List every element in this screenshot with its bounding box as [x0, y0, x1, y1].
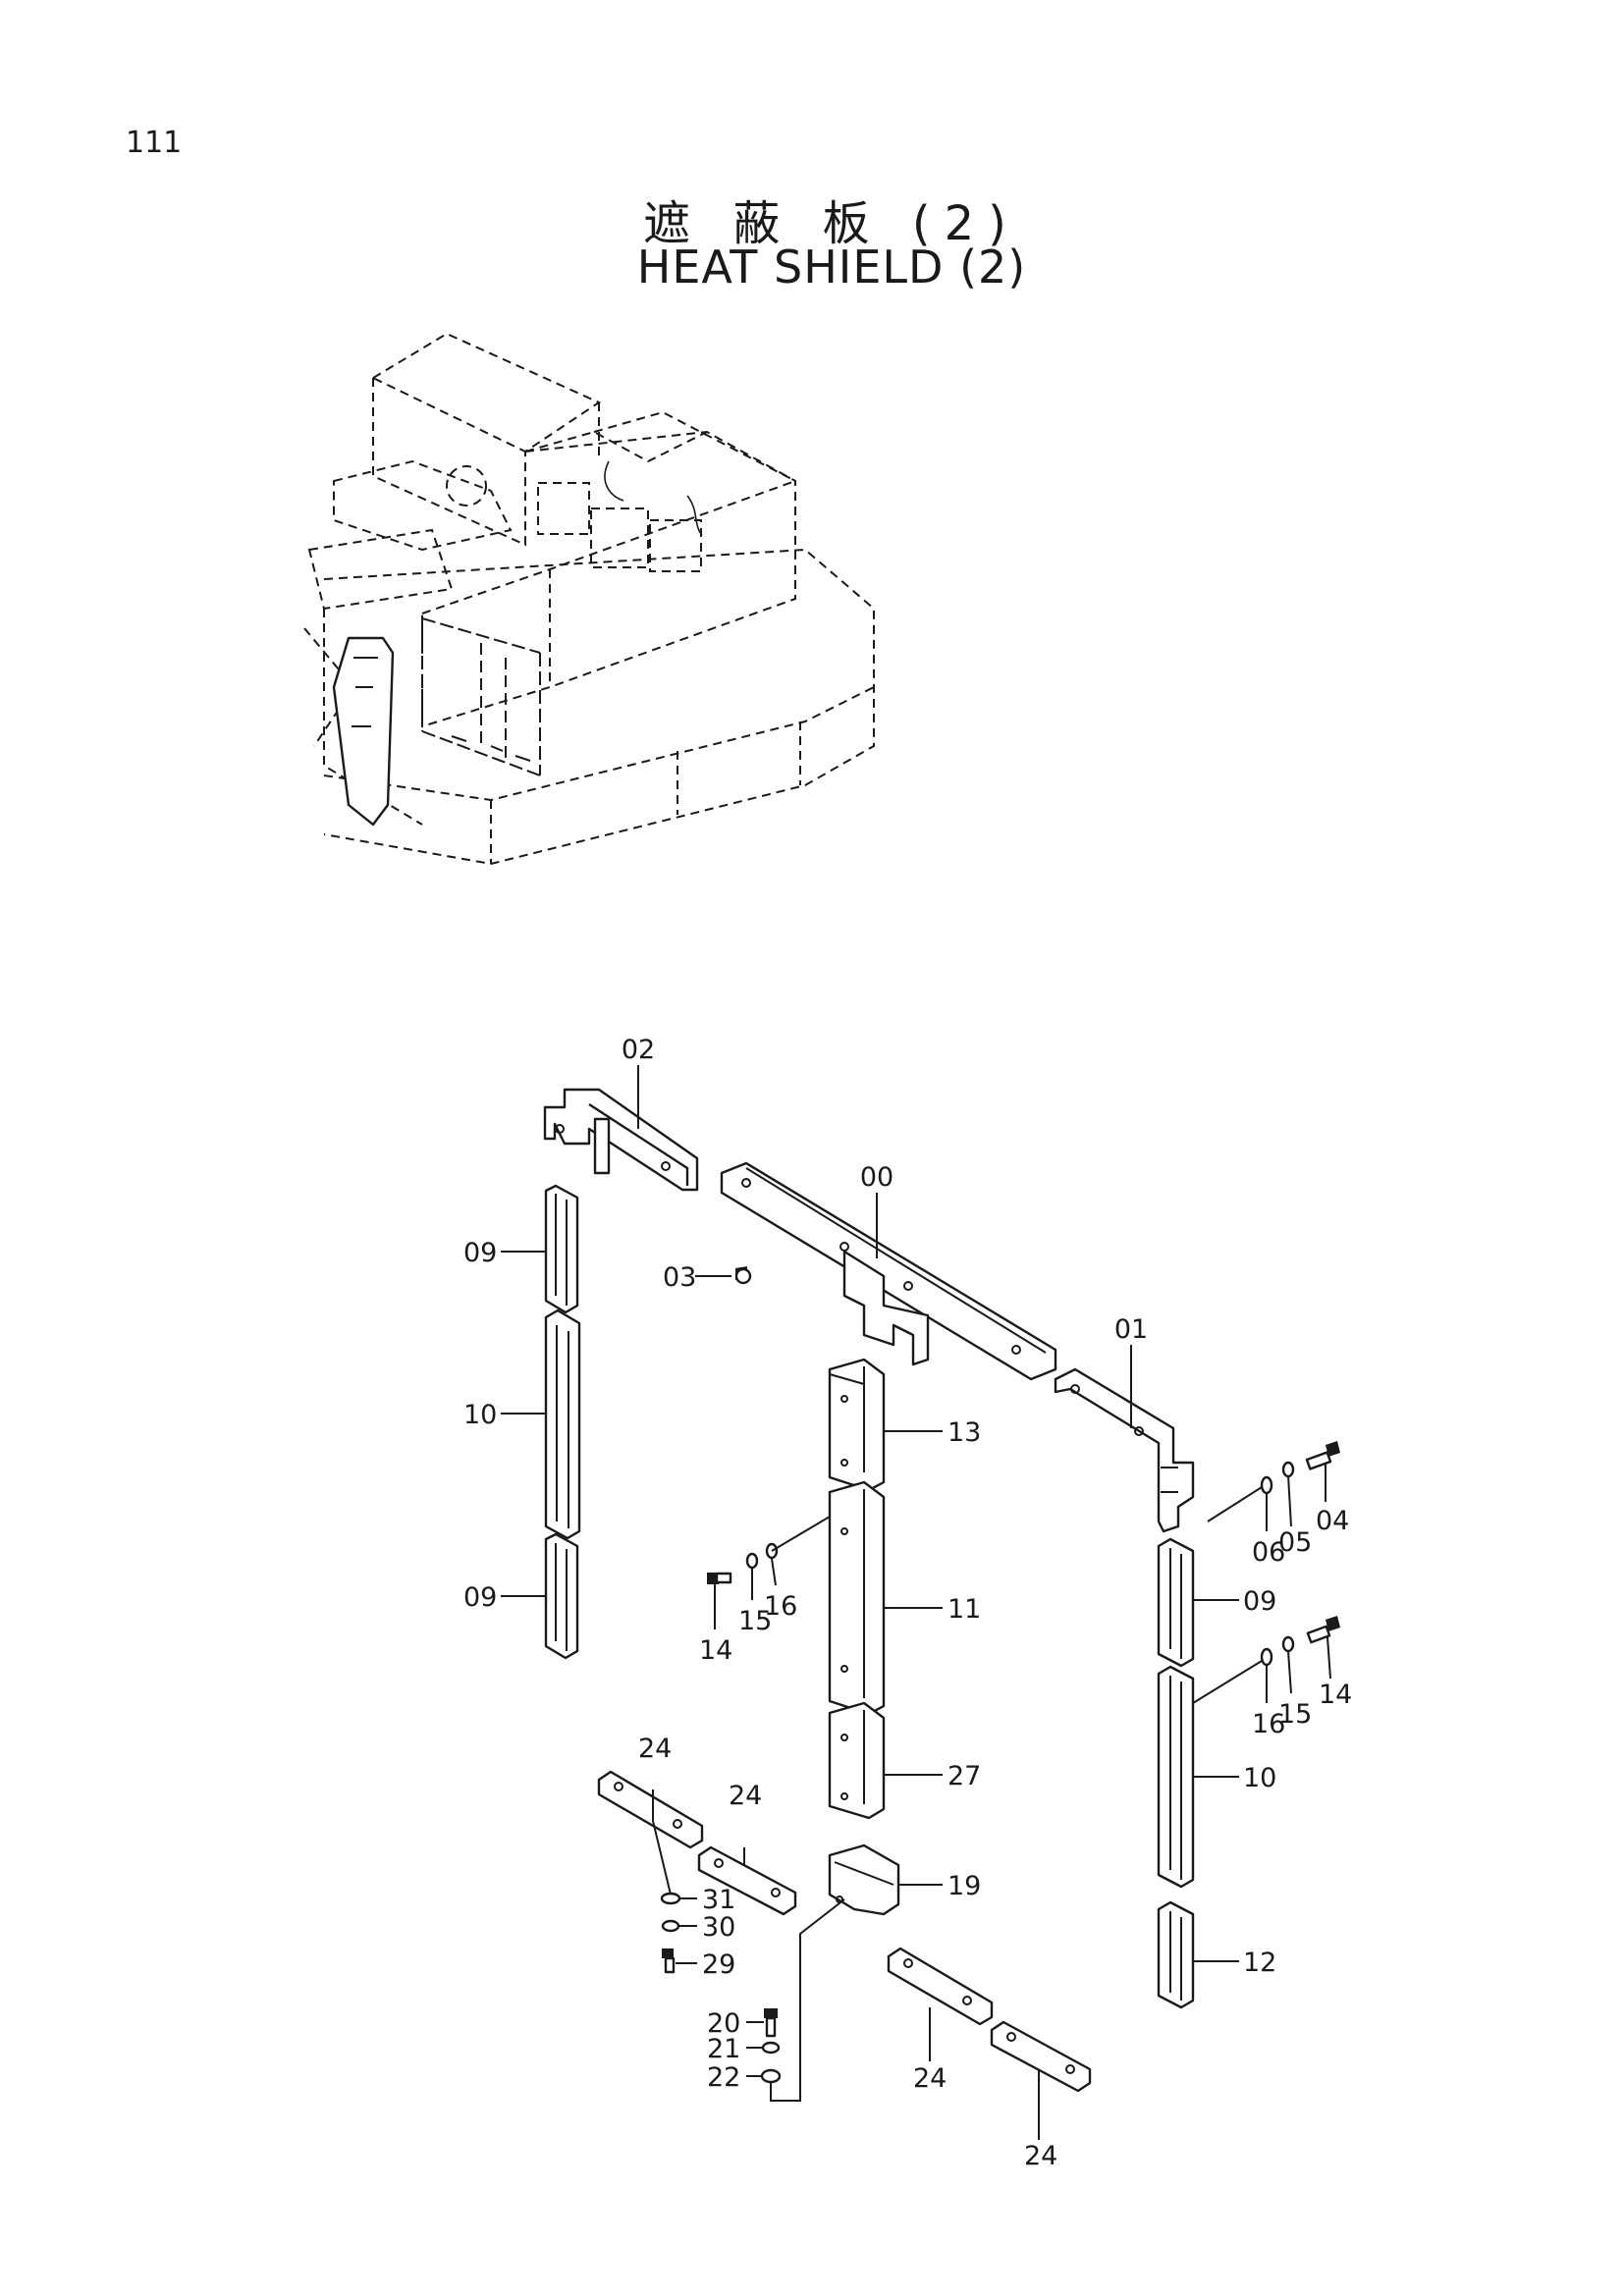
callout-15-left: 15 — [738, 1606, 772, 1636]
callout-10-left: 10 — [463, 1400, 497, 1430]
part-09-right — [1157, 1537, 1195, 1668]
callout-04: 04 — [1316, 1506, 1349, 1536]
callout-16-left: 16 — [764, 1591, 797, 1622]
arm-front — [323, 609, 423, 826]
leader-lines — [501, 1065, 1331, 2140]
callout-21: 21 — [707, 2034, 740, 2064]
callout-02: 02 — [622, 1035, 655, 1065]
counterweight-edge — [323, 686, 875, 802]
callout-12: 12 — [1243, 1948, 1276, 1978]
battery-block-2 — [590, 507, 649, 568]
part-27-short — [828, 1701, 886, 1820]
callout-labels: 02 00 01 03 09 10 09 13 11 27 19 09 10 1… — [463, 1035, 1352, 2171]
machine-overview-illustration — [303, 332, 875, 866]
fasteners — [660, 1266, 1340, 2084]
part-19-piece — [828, 1843, 900, 1916]
callout-03: 03 — [663, 1262, 696, 1293]
callout-19: 19 — [947, 1871, 981, 1901]
callout-20: 20 — [707, 2008, 740, 2039]
hood-top — [370, 332, 602, 454]
part-13-block — [828, 1358, 886, 1492]
body-box — [421, 430, 796, 728]
box-shield-bolts — [451, 735, 531, 762]
housing-top — [524, 430, 708, 463]
counterweight-outline — [323, 548, 875, 866]
callout-24-plate-2: 24 — [729, 1781, 762, 1811]
callout-05: 05 — [1278, 1527, 1312, 1558]
hose-2 — [686, 495, 703, 536]
part-11-long — [828, 1480, 886, 1716]
callout-06: 06 — [1252, 1537, 1285, 1568]
arm-top — [307, 528, 454, 611]
callout-24-plate-3: 24 — [913, 2063, 947, 2094]
box-shield-markings — [421, 617, 541, 776]
callout-15-right: 15 — [1278, 1699, 1312, 1730]
callout-11: 11 — [947, 1594, 981, 1625]
callout-09-lower-left: 09 — [463, 1582, 497, 1613]
part-09-upper-left — [544, 1184, 579, 1314]
callout-13: 13 — [947, 1417, 981, 1448]
callout-30: 30 — [702, 1912, 735, 1943]
page-number: 111 — [126, 126, 183, 160]
part-24-plate-3 — [887, 1947, 994, 2026]
part-10-left — [544, 1308, 581, 1540]
callout-29: 29 — [702, 1949, 735, 1980]
engine-detail — [333, 459, 513, 552]
part-01-bracket — [1054, 1367, 1195, 1533]
battery-block-3 — [649, 519, 702, 572]
callout-00: 00 — [860, 1162, 893, 1193]
part-24-plate-2 — [697, 1845, 797, 1916]
hood-side — [372, 378, 526, 547]
callout-14-right: 14 — [1319, 1680, 1352, 1710]
callout-31: 31 — [702, 1885, 735, 1915]
part-10-right — [1157, 1665, 1195, 1889]
callout-01: 01 — [1114, 1314, 1148, 1345]
part-12-right — [1157, 1900, 1195, 2009]
part-00-beam — [720, 1161, 1057, 1381]
callout-27: 27 — [947, 1761, 981, 1791]
battery-block-1 — [537, 482, 590, 535]
part-24-plate-1 — [597, 1770, 704, 1849]
housing-back — [593, 410, 796, 482]
title-japanese: 遮 蔽 板 (2) — [643, 196, 1020, 251]
callout-16-right: 16 — [1252, 1709, 1285, 1739]
callout-14-left: 14 — [699, 1635, 732, 1666]
callout-09-upper-left: 09 — [463, 1238, 497, 1268]
engine-pulley — [446, 465, 487, 507]
part-02-bracket — [543, 1088, 699, 1192]
part-24-plate-4 — [990, 2020, 1092, 2093]
heat-shield-location-part — [332, 636, 395, 827]
part-09-lower-left — [544, 1532, 579, 1660]
callout-24-plate-4: 24 — [1024, 2141, 1057, 2171]
title-english: HEAT SHIELD (2) — [636, 240, 1027, 294]
callout-10-right: 10 — [1243, 1763, 1276, 1793]
hose-1 — [604, 460, 624, 502]
callout-22: 22 — [707, 2062, 740, 2093]
callout-09-right: 09 — [1243, 1586, 1276, 1617]
heat-shield-location-detail — [352, 657, 378, 727]
callout-24-plate-1: 24 — [638, 1734, 672, 1764]
